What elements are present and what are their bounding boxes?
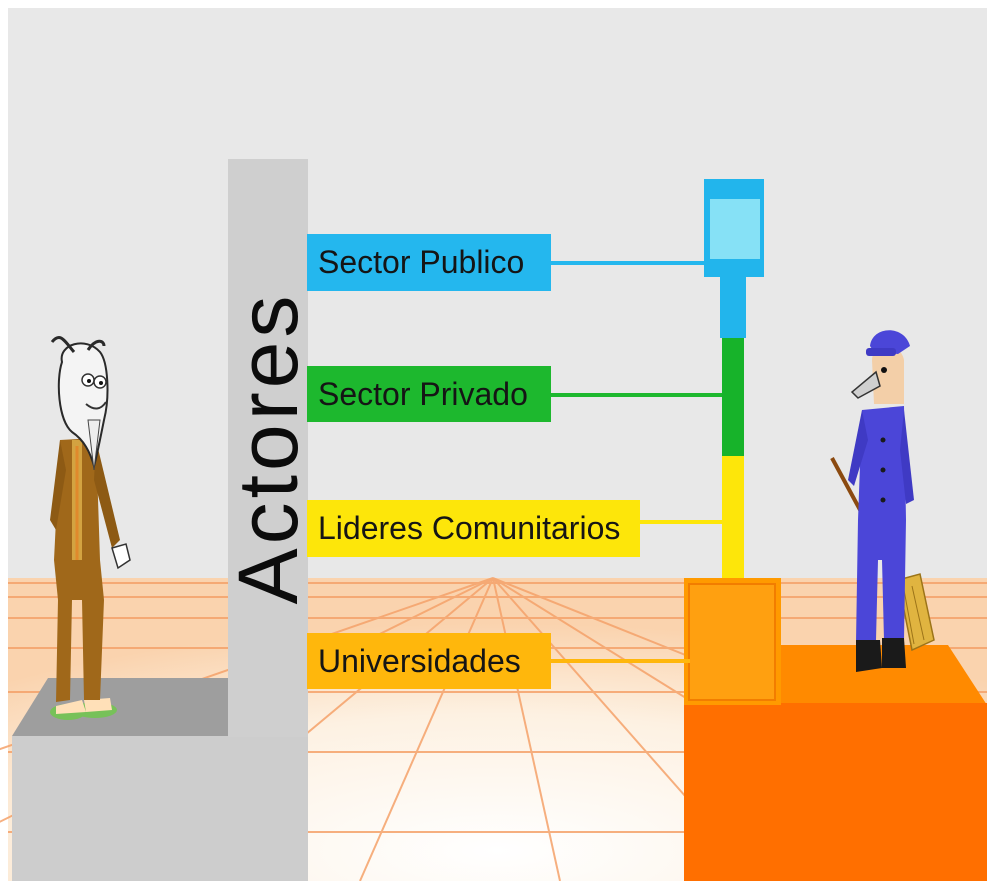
goat-professor-character xyxy=(50,336,131,720)
title-actores: Actores xyxy=(221,291,315,605)
orange-building xyxy=(684,578,987,881)
label-lideres-comunitarios: Lideres Comunitarios xyxy=(307,500,640,557)
label-universidades: Universidades xyxy=(307,633,551,689)
label-sector-publico: Sector Publico xyxy=(307,234,551,291)
back-wall xyxy=(8,8,987,578)
connectors xyxy=(551,261,722,663)
janitor-character xyxy=(830,330,935,672)
title-column xyxy=(228,159,308,737)
stacked-bar xyxy=(704,179,764,578)
label-sector-privado: Sector Privado xyxy=(307,366,551,422)
